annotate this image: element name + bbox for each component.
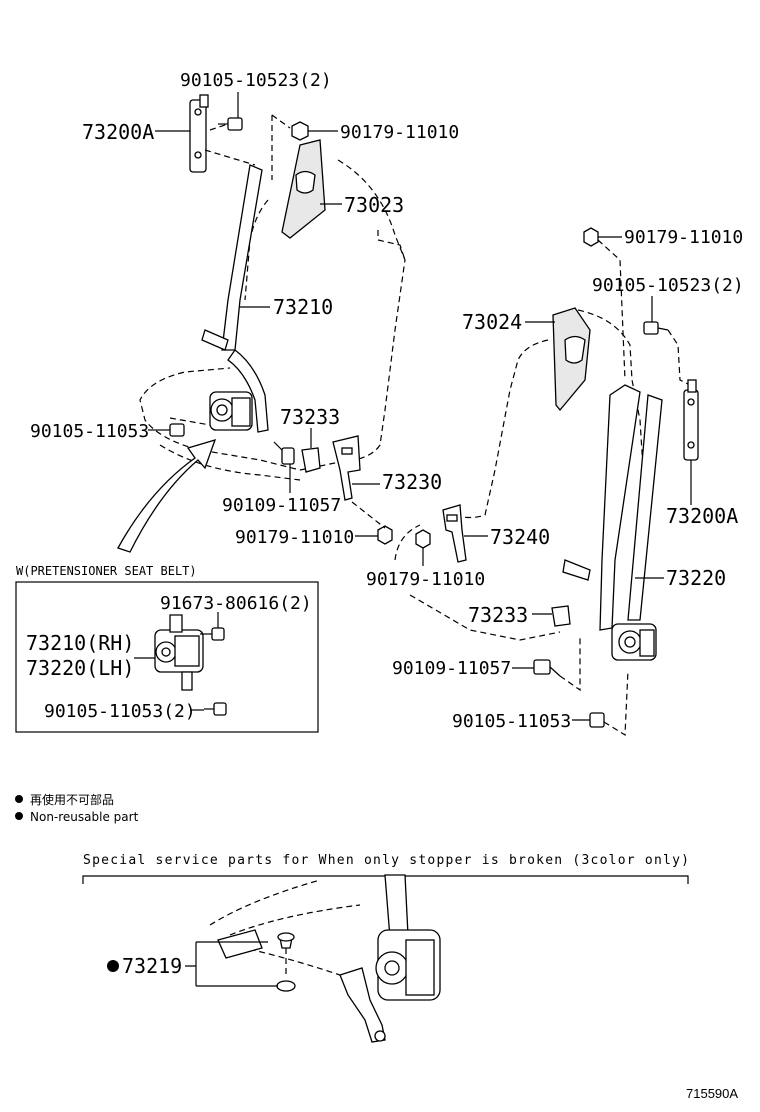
- label-buckle-left: 73230: [382, 470, 442, 494]
- diagram-id: 715590A: [686, 1086, 738, 1101]
- label-buckle-cover-left: 73233: [280, 405, 340, 429]
- special-note: Special service parts for When only stop…: [83, 853, 689, 868]
- label-belt-right: 73220: [666, 566, 726, 590]
- bolt-right-lower-part: [589, 712, 605, 728]
- inset-label-bolt-bottom: 90105-11053(2): [44, 701, 196, 722]
- cover-right-part: [552, 307, 591, 412]
- label-bolt-upper-left: 90105-10523(2): [180, 70, 332, 91]
- label-bolt-anchor-left: 90109-11057: [222, 495, 341, 516]
- inset-retractor-part: [154, 614, 204, 691]
- legend-jp: 再使用不可部品: [30, 792, 114, 807]
- label-nut-upper-left: 90179-11010: [340, 122, 459, 143]
- special-assembly-part: [209, 874, 441, 1043]
- label-buckle-right: 73240: [490, 525, 550, 549]
- inset-title: W(PRETENSIONER SEAT BELT): [16, 564, 197, 578]
- buckle-cover-right-part: [551, 605, 571, 627]
- nut-center-part: [377, 525, 393, 545]
- label-bolt-left-lower: 90105-11053: [30, 421, 149, 442]
- retractor-right-part: [611, 623, 657, 661]
- label-bolt-upper-right: 90105-10523(2): [592, 275, 744, 296]
- inset-label-bolt-top: 91673-80616(2): [160, 593, 312, 614]
- label-belt-left: 73210: [273, 295, 333, 319]
- nut-upper-left-part: [291, 121, 309, 141]
- inset-label-assy-lh: 73220(LH): [26, 656, 134, 680]
- anchor-left-part: [189, 94, 209, 173]
- label-buckle-cover-right: 73233: [468, 603, 528, 627]
- legend-bullet-jp: [15, 795, 23, 803]
- legend-bullet-en: [15, 812, 23, 820]
- label-cover-right: 73024: [462, 310, 522, 334]
- bolt-anchor-right-part: [533, 659, 561, 677]
- cover-left-part: [281, 139, 326, 239]
- detail-arrow: [117, 439, 217, 553]
- label-nut-upper-right: 90179-11010: [624, 227, 743, 248]
- special-part-label: 73219: [122, 954, 182, 978]
- inset-label-assy-rh: 73210(RH): [26, 631, 134, 655]
- belt-right-part: [562, 384, 663, 631]
- buckle-left-part: [332, 435, 361, 501]
- nut-right-center-part: [415, 529, 431, 549]
- special-nonreusable-bullet: [107, 960, 119, 972]
- bolt-upper-left-part: [218, 117, 243, 131]
- inset-box: [15, 581, 319, 733]
- anchor-right-part: [683, 379, 699, 461]
- special-bracket-lines: [185, 941, 278, 987]
- label-anchor-right: 73200A: [666, 504, 738, 528]
- buckle-right-part: [442, 504, 467, 563]
- retractor-left-part: [209, 391, 253, 431]
- label-anchor-left: 73200A: [82, 120, 154, 144]
- bolt-left-lower-part: [160, 423, 185, 437]
- label-bolt-right-lower: 90105-11053: [452, 711, 571, 732]
- left-seat-lower-dash: [159, 444, 301, 481]
- buckle-cover-left-part: [301, 447, 321, 473]
- legend-en: Non-reusable part: [30, 810, 139, 824]
- label-bolt-anchor-right: 90109-11057: [392, 658, 511, 679]
- bolt-anchor-left-part: [273, 441, 295, 465]
- nut-upper-right-part: [583, 227, 599, 247]
- label-nut-right-center: 90179-11010: [366, 569, 485, 590]
- label-cover-left: 73023: [344, 193, 404, 217]
- label-nut-center: 90179-11010: [235, 527, 354, 548]
- inset-bolt-bottom-part: [204, 702, 227, 716]
- bolt-upper-right-part: [643, 321, 669, 335]
- belt-left-part: [201, 164, 269, 433]
